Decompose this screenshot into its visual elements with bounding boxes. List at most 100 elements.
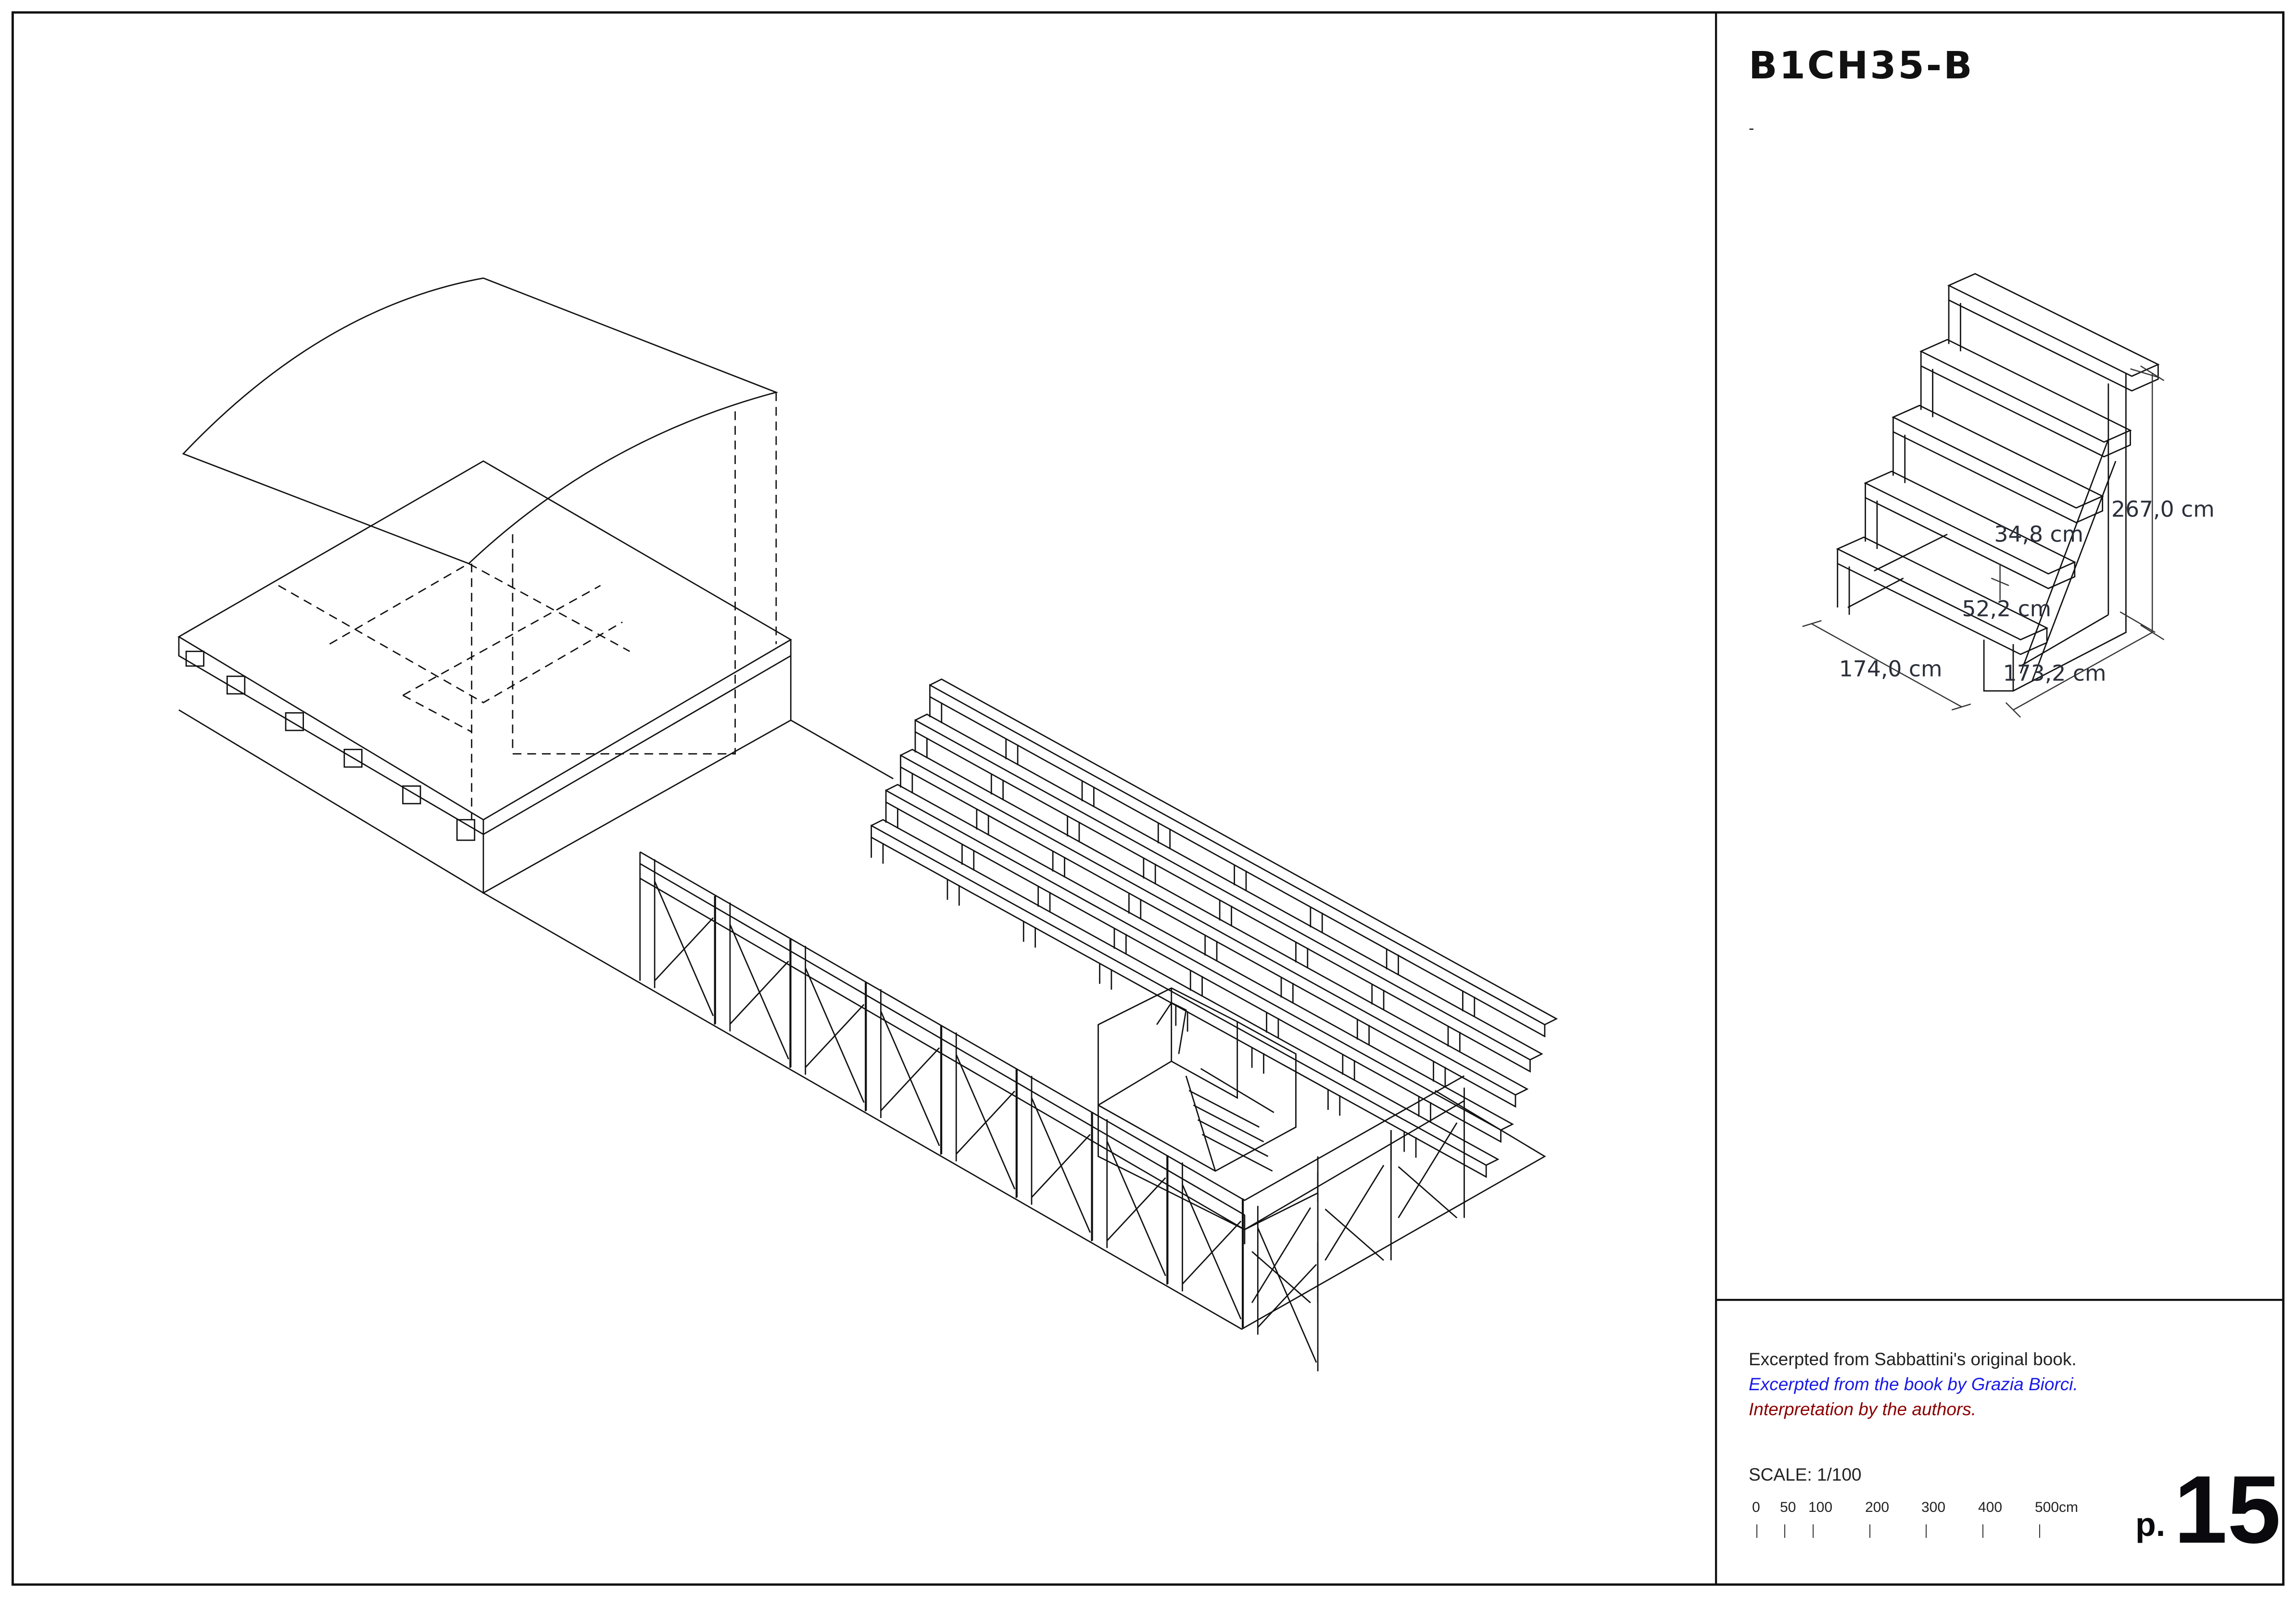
note-interpretation: Interpretation by the authors.: [1749, 1399, 1977, 1419]
stand-post: [990, 774, 1004, 801]
stair-tread-edge: [1865, 483, 2076, 590]
railing-cross-brace: [1031, 1097, 1091, 1233]
railing-cross-brace: [654, 880, 714, 1017]
stand-post: [1204, 935, 1218, 962]
stand-post: [946, 879, 960, 906]
stair-tread-edge: [1892, 417, 2104, 524]
stair-tread: [1864, 470, 2077, 575]
stair-tread: [1892, 404, 2104, 509]
stair-tread-edge: [1948, 285, 2159, 392]
stair-module-detail: [1836, 273, 2160, 692]
railing-post: [715, 895, 791, 1068]
stand-post: [1266, 1012, 1279, 1039]
stair-bottom-rail: [1847, 533, 1948, 608]
stand-post: [1099, 963, 1112, 990]
stand-post: [1356, 1019, 1370, 1046]
scale-tick: [2039, 1524, 2040, 1538]
stand-post: [1157, 823, 1171, 849]
stand-post: [1371, 984, 1385, 1010]
stand-post: [1295, 942, 1309, 968]
stand-tier-top: [900, 748, 1529, 1096]
stand-post: [1403, 1131, 1417, 1158]
stand-tier: [929, 684, 1546, 1038]
sheet-border: [11, 11, 2285, 1586]
scale-tick-label: 500cm: [2035, 1499, 2079, 1515]
scale-tick: [1813, 1524, 1814, 1538]
railing-post: [639, 852, 716, 1025]
scale-tick: [1784, 1524, 1785, 1538]
stand-tier: [870, 824, 1487, 1178]
stand-tier: [900, 754, 1516, 1108]
railing-post: [1016, 1069, 1093, 1242]
stand-tier-top: [871, 819, 1500, 1166]
page-prefix: p.: [2135, 1506, 2166, 1543]
stand-post: [1462, 991, 1476, 1018]
railing-cross-brace: [1182, 1184, 1242, 1320]
front-railing: [639, 851, 1465, 1371]
scale-tick-label: 200: [1865, 1499, 1890, 1515]
stand-post: [1342, 1054, 1355, 1081]
stand-tier-top: [885, 784, 1514, 1131]
railing-cross-brace: [805, 968, 865, 1103]
scale-label: SCALE: 1/100: [1749, 1465, 1862, 1484]
scale-tick-label: 0: [1752, 1499, 1760, 1515]
scale-tick-label: 300: [1921, 1499, 1946, 1515]
dim-width: 174,0 cm: [1839, 656, 1943, 681]
scale-tick: [1926, 1524, 1927, 1538]
railing-cross-brace: [880, 1011, 940, 1146]
stand-tier: [914, 719, 1531, 1073]
page-number: 15: [2174, 1456, 2281, 1563]
stair-post: [1948, 300, 1961, 352]
scale-tick: [1756, 1524, 1757, 1538]
dimension-labels: 267,0 cm 34,8 cm 52,2 cm 174,0 cm 173,2 …: [1839, 497, 2215, 686]
stand-post: [1234, 865, 1247, 892]
side-railing-frame: [1390, 1087, 1465, 1219]
scale-tick: [1869, 1524, 1870, 1538]
stand-tier-top: [915, 713, 1543, 1061]
sheet-subtitle: -: [1749, 119, 1754, 138]
stand-post: [1005, 739, 1019, 766]
stand-post: [1219, 900, 1232, 927]
scale-tick-label: 50: [1780, 1499, 1796, 1515]
stand-post: [1447, 1026, 1461, 1053]
stand-post: [900, 767, 913, 793]
stage-roof: [182, 277, 779, 565]
stage-platform: [177, 392, 1546, 1330]
railing-post: [1167, 1155, 1243, 1328]
stand-tier: [885, 789, 1501, 1143]
stand-post: [885, 802, 898, 829]
stand-post: [1386, 949, 1399, 975]
stage-supports: [185, 651, 476, 841]
railing-cross-brace: [1257, 1227, 1317, 1363]
railing-cross-brace: [955, 1054, 1016, 1190]
stair-post: [1865, 497, 1878, 549]
stair-tread-edge: [1920, 351, 2131, 458]
stair-brace: [2019, 439, 2117, 681]
railing-post: [1091, 1112, 1168, 1285]
railing-beam: [640, 851, 1465, 1231]
note-original-source: Excerpted from Sabbattini's original boo…: [1749, 1349, 2077, 1369]
stand-post: [1280, 977, 1294, 1004]
railing-post: [865, 981, 942, 1155]
stand-post: [1143, 858, 1156, 884]
dimension-lines: [1802, 365, 2165, 718]
stand-post: [1251, 1047, 1264, 1074]
railing-post: [941, 1025, 1017, 1198]
stand-post: [1327, 1089, 1341, 1116]
stair-tread: [1836, 536, 2049, 641]
stand-post: [1128, 893, 1142, 919]
stand-post: [1081, 780, 1095, 807]
entrance-staircase: [1098, 987, 1319, 1231]
stand-post: [1418, 1096, 1431, 1123]
stand-post: [870, 837, 884, 864]
stand-post: [929, 696, 943, 723]
stair-post: [1892, 431, 1906, 483]
stand-post: [1433, 1061, 1446, 1088]
stand-post: [1022, 921, 1036, 948]
stair-frame: [1983, 373, 2127, 692]
stand-post: [976, 809, 989, 836]
seating-stands: [870, 678, 1558, 1178]
stand-post: [1037, 886, 1051, 913]
axonometric-theatre-drawing: [177, 277, 1558, 1371]
